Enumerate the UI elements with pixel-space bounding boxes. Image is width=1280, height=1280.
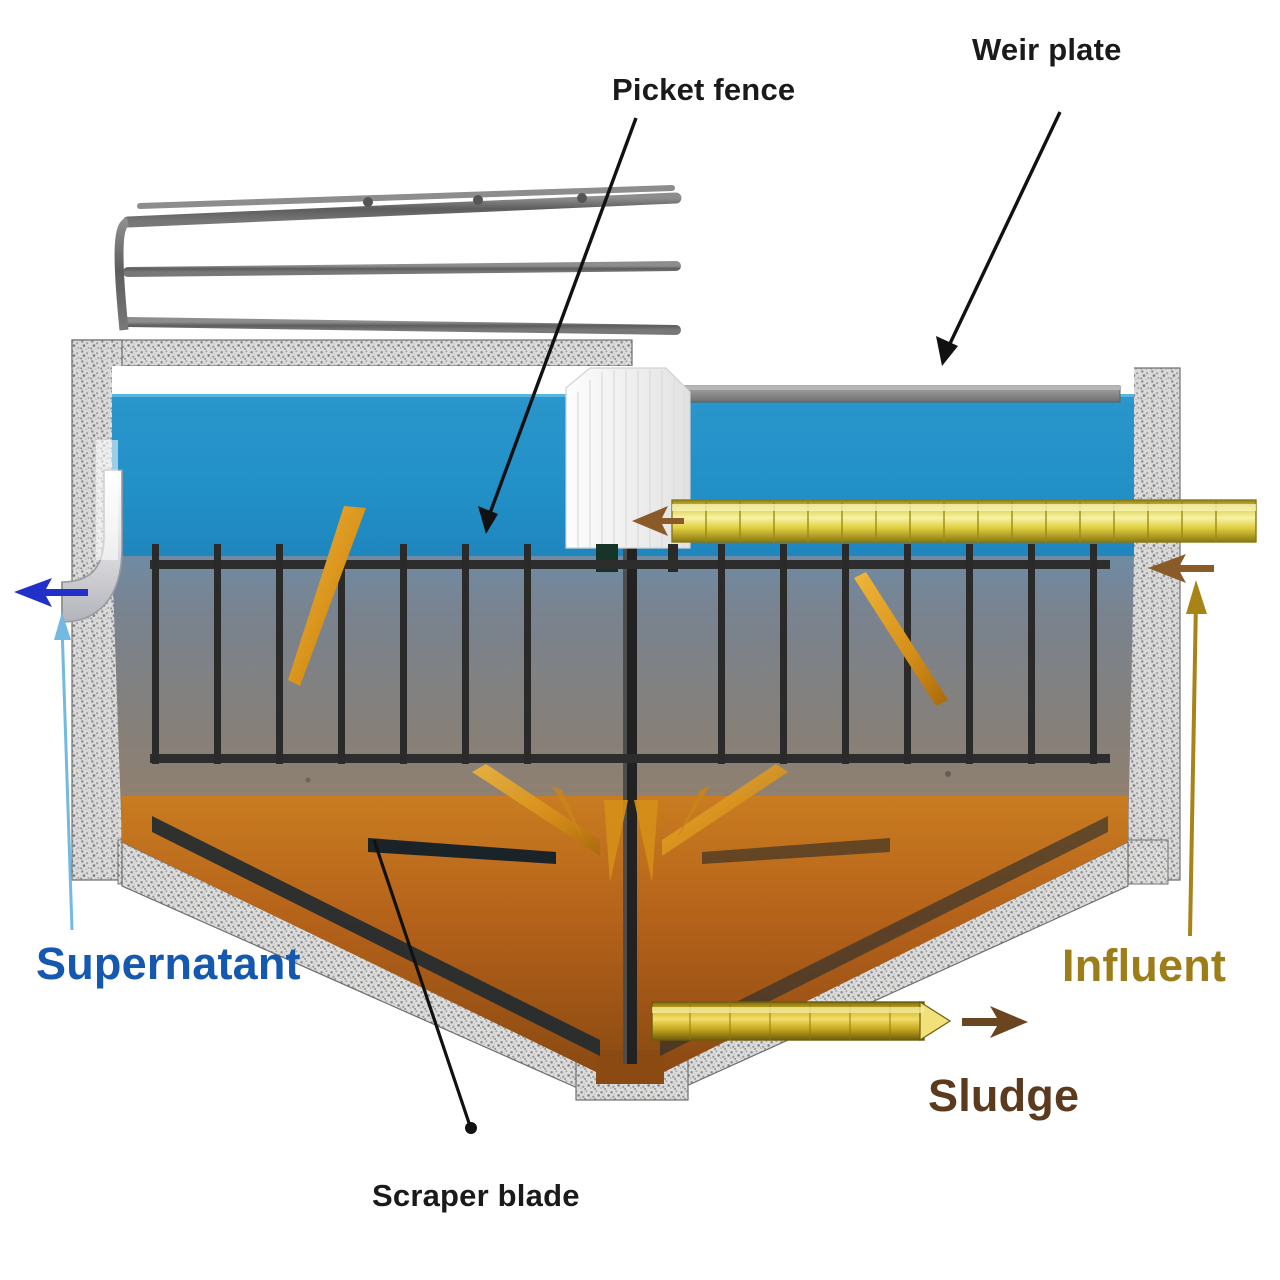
arrow-effluent-out [14,578,88,607]
arrow-sludge-out [962,1006,1028,1038]
picket-bar [1090,544,1097,764]
picket-bar [1028,544,1035,764]
detail-speck [945,771,951,777]
annotation-leaders [54,111,1207,1134]
arrow-influent-in-right [1148,554,1214,583]
handrail-back-rail [137,185,675,209]
sludge-pipe-nozzle [919,1000,952,1042]
scraper-blade-right-plate [702,838,890,864]
picket-bar [524,544,531,764]
leader-weir-plate [944,111,1062,353]
leader-arrowhead-influent [1186,580,1207,614]
rake-arm-center-left [604,800,628,882]
leader-arrowhead-picket-fence [478,506,498,534]
label-weir-plate: Weir plate [972,32,1122,67]
weir-plate-highlight [668,386,1120,390]
influent-flow-arrows [1148,554,1214,583]
weir-plate-assembly [667,385,1121,403]
picket-bar [966,544,973,764]
feed-well-body [565,367,691,549]
label-influent: Influent [1062,940,1227,991]
leader-picket-fence [484,117,638,525]
sludge-drawoff-assembly [651,1000,1028,1042]
handrail-bottom-rail [123,317,681,335]
picket-bar [152,544,159,764]
handrail-walkway [114,185,682,340]
center-feed-well [565,367,691,572]
leader-arrowhead-weir-plate [936,336,958,366]
handrail-mid-rail [123,261,681,277]
picket-fence-bottom-rail [150,754,1110,763]
sludge-pipe-highlight [652,1007,924,1013]
label-picket-fence: Picket fence [612,72,796,107]
handrail-joint [473,195,483,205]
rake-arm-left-upper [288,506,366,686]
rake-arm-group [288,506,948,882]
label-supernatant: Supernatant [36,938,301,989]
leader-dot-scraper-blade [465,1122,477,1134]
picket-bar [338,544,345,764]
leader-supernatant [60,625,74,931]
picket-bar [780,544,787,764]
scraper-blade-left [152,816,600,1056]
outlet-pipe-highlight [96,440,118,560]
picket-bar [842,544,849,764]
leader-scraper-blade [372,839,472,1127]
influent-pipe-highlight [672,504,1256,511]
scraper-blade-right [660,816,1108,1056]
feed-well-support-right [668,544,678,572]
picket-bar [276,544,283,764]
rake-arm-inner-right [676,786,710,840]
scraper-blade-left-plate [368,838,556,864]
concrete-wall-right [1127,367,1181,881]
rake-arm-left-lower [472,764,600,856]
handrail-left-return [114,217,130,331]
rake-arm-right-lower [662,764,788,856]
picket-bar [462,544,469,764]
influent-pipe-assembly [632,499,1257,543]
leader-influent [1188,599,1198,937]
handrail-joint [363,197,373,207]
label-scraper-blade: Scraper blade [372,1178,580,1213]
handrail-joint [577,193,587,203]
rake-arm-center-right [634,800,658,882]
leader-arrowhead-supernatant [54,612,71,640]
rake-arm-right-upper [854,572,948,706]
picket-bar [718,544,725,764]
detail-speck [305,777,311,783]
label-sludge: Sludge [928,1070,1080,1121]
picket-bar [214,544,221,764]
rake-arm-inner-left [552,786,584,840]
picket-bar [400,544,407,764]
picket-fence-top-rail [150,560,1110,569]
scraper-blade-group [152,816,1108,1056]
arrow-influent-into-feedwell [632,506,684,536]
effluent-outlet-assembly [14,440,123,623]
